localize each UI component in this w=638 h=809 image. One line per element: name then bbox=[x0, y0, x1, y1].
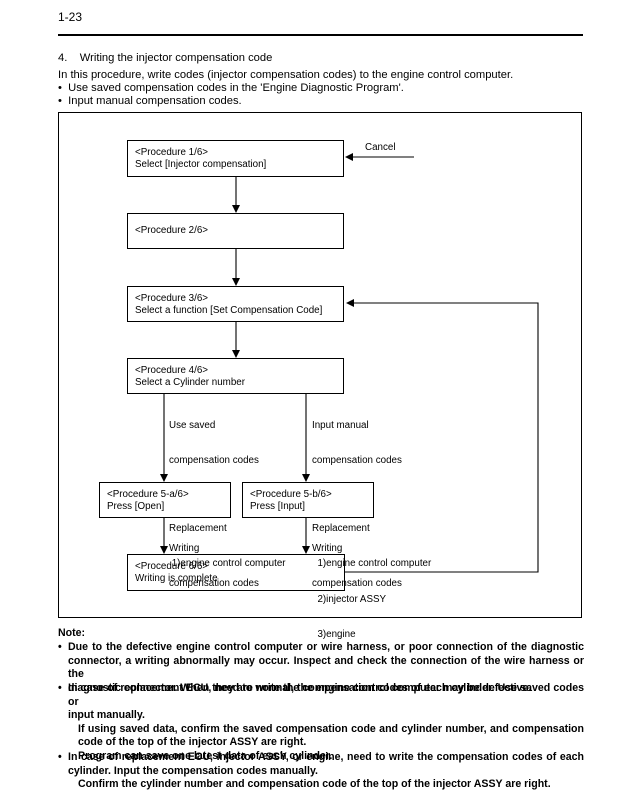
procedure-5a-title: <Procedure 5-a/6> bbox=[107, 489, 189, 500]
note-b1-line2: connector, a writing abnormally may occu… bbox=[68, 654, 584, 681]
right-branch-label: Input manual compensation codes Replacem… bbox=[312, 396, 431, 653]
right-branch-line2: compensation codes bbox=[312, 454, 402, 466]
note-b2-line1: In case of replacement ECU, need to writ… bbox=[68, 682, 584, 708]
intro-text: In this procedure, write codes (injector… bbox=[58, 69, 514, 81]
cancel-label: Cancel bbox=[365, 142, 396, 153]
note-bullet-3-mark: • bbox=[58, 751, 62, 763]
procedure-5a-desc: Press [Open] bbox=[107, 501, 165, 513]
header-rule bbox=[58, 34, 583, 36]
procedure-2-box: <Procedure 2/6> bbox=[127, 213, 344, 249]
note-bullet-1: Due to the defective engine control comp… bbox=[68, 641, 584, 695]
writing-left-line1: Writing bbox=[169, 542, 200, 554]
procedure-5a-box: <Procedure 5-a/6> Press [Open] bbox=[99, 482, 231, 518]
procedure-1-box: <Procedure 1/6> Select [Injector compens… bbox=[127, 140, 344, 177]
note-b3-line2: cylinder. Input the compensation codes m… bbox=[68, 764, 318, 777]
right-branch-item2: 2)injector ASSY bbox=[312, 593, 387, 605]
writing-left-line2: compensation codes bbox=[169, 577, 259, 589]
right-branch-replacement: Replacement bbox=[312, 522, 370, 534]
flowchart-frame bbox=[58, 112, 582, 618]
procedure-5b-box: <Procedure 5-b/6> Press [Input] bbox=[242, 482, 374, 518]
left-branch-item1: 1)engine control computer bbox=[169, 558, 286, 570]
procedure-5b-title: <Procedure 5-b/6> bbox=[250, 489, 332, 500]
note-b2-line3: If using saved data, confirm the saved c… bbox=[78, 722, 584, 735]
note-label: Note: bbox=[58, 627, 86, 639]
procedure-6-box: <Procedure 6/6> Writing is complete bbox=[127, 554, 345, 591]
procedure-4-desc: Select a Cylinder number bbox=[135, 377, 245, 389]
note-b3-line3: Confirm the cylinder number and compensa… bbox=[78, 778, 551, 791]
page-number: 1-23 bbox=[58, 10, 83, 24]
procedure-5b-desc: Press [Input] bbox=[250, 501, 305, 513]
writing-right-line1: Writing bbox=[312, 542, 343, 554]
procedure-1-desc: Select [Injector compensation] bbox=[135, 159, 267, 171]
writing-right-label: Writing compensation codes bbox=[312, 519, 402, 602]
writing-right-line2: compensation codes bbox=[312, 577, 402, 589]
note-b1-line3: diagnostic connector. When they are norm… bbox=[68, 681, 532, 694]
note-b3-line1: In case of replacement ECU, injector ASS… bbox=[68, 751, 584, 763]
procedure-2-title: <Procedure 2/6> bbox=[135, 225, 208, 236]
procedure-3-box: <Procedure 3/6> Select a function [Set C… bbox=[127, 286, 344, 322]
arrow-loop-6-to-3 bbox=[345, 299, 539, 573]
writing-left-label: Writing compensation codes bbox=[169, 519, 259, 602]
note-bullet-2-mark: • bbox=[58, 682, 62, 694]
note-b2-line4: code of the top of the injector ASSY are… bbox=[78, 736, 307, 749]
left-branch-label: Use saved compensation codes Replacement… bbox=[169, 396, 286, 582]
procedure-4-title: <Procedure 4/6> bbox=[135, 365, 208, 376]
procedure-6-title: <Procedure 6/6> bbox=[135, 561, 208, 572]
procedure-6-desc: Writing is complete bbox=[135, 573, 218, 585]
left-branch-line2: compensation codes bbox=[169, 454, 259, 466]
section-heading: 4. Writing the injector compensation cod… bbox=[58, 52, 273, 64]
procedure-3-desc: Select a function [Set Compensation Code… bbox=[135, 305, 323, 317]
right-branch-item3: 3)engine bbox=[312, 629, 356, 641]
note-b2-line5: Program can save one latest data of each… bbox=[78, 749, 333, 762]
left-branch-replacement: Replacement bbox=[169, 522, 227, 534]
note-bullet-1-mark: • bbox=[58, 641, 62, 653]
procedure-3-title: <Procedure 3/6> bbox=[135, 293, 208, 304]
note-bullet-2: In case of replacement ECU, need to writ… bbox=[68, 682, 584, 764]
note-b2-line2: input manually. bbox=[68, 709, 145, 722]
procedure-4-box: <Procedure 4/6> Select a Cylinder number bbox=[127, 358, 344, 394]
intro-bullet-1: • Use saved compensation codes in the 'E… bbox=[58, 82, 404, 94]
intro-bullet-2: • Input manual compensation codes. bbox=[58, 95, 242, 107]
right-branch-item1: 1)engine control computer bbox=[312, 558, 432, 570]
right-branch-line1: Input manual bbox=[312, 419, 369, 431]
intro-bullet-2-text: Input manual compensation codes. bbox=[68, 95, 242, 107]
procedure-1-title: <Procedure 1/6> bbox=[135, 147, 208, 158]
note-b1-line1: Due to the defective engine control comp… bbox=[68, 641, 584, 653]
intro-bullet-1-text: Use saved compensation codes in the 'Eng… bbox=[68, 82, 404, 94]
note-bullet-3: In case of replacement ECU, injector ASS… bbox=[68, 751, 584, 792]
left-branch-line1: Use saved bbox=[169, 419, 216, 431]
